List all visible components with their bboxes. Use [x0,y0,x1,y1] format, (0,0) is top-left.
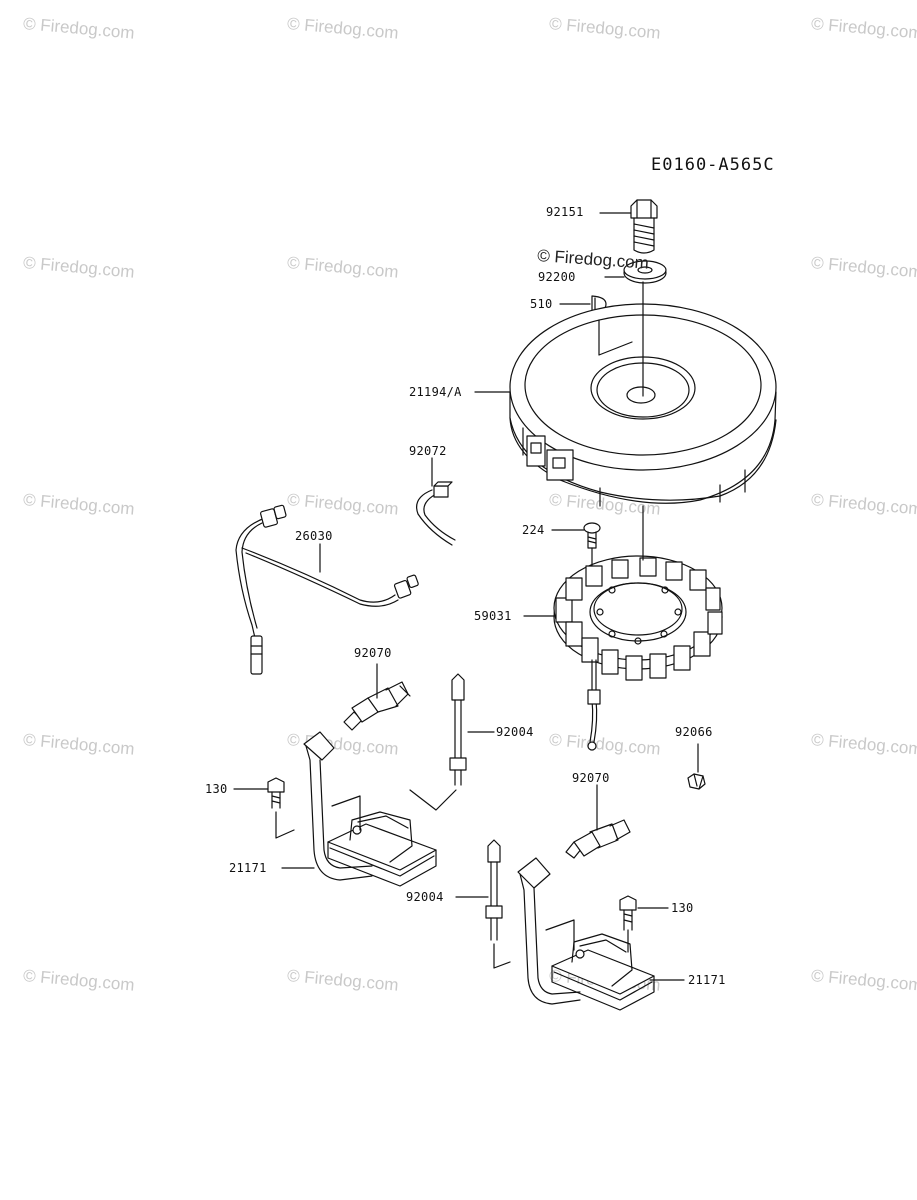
part-label-coil: 21171 [688,973,726,987]
coil-bolt [619,895,637,931]
center-axis [331,795,361,831]
flywheel-bolt [630,199,658,254]
center-axis [409,789,457,811]
center-axis [275,811,295,839]
center-axis [493,943,511,969]
part-label-coil: 21171 [229,861,267,875]
flywheel-washer [623,260,667,284]
part-label-stator: 59031 [474,609,512,623]
part-label-key: 510 [530,297,553,311]
part-label-washer: 92200 [538,270,576,284]
coil-bolt [267,777,285,809]
wiring-harness [235,504,419,675]
part-label-stud: 92004 [406,890,444,904]
part-label-spark-plug: 92070 [354,646,392,660]
diagram-code: E0160-A565C [651,155,775,175]
wire-clamp [416,481,456,546]
part-label-harness: 26030 [295,529,333,543]
part-label-nut: 92066 [675,725,713,739]
nut [687,773,706,790]
part-label-bolt: 92151 [546,205,584,219]
part-label-flywheel: 21194/A [409,385,462,399]
part-label-screw: 224 [522,523,545,537]
stud-bolt [485,839,503,941]
part-label-bolt: 130 [671,901,694,915]
stud-bolt [449,673,467,786]
center-axis [545,919,575,951]
ignition-coil [517,857,655,1011]
part-label-bolt: 130 [205,782,228,796]
part-label-clamp: 92072 [409,444,447,458]
ignition-coil [303,731,437,887]
key-guide-line [598,319,633,356]
spark-plug [343,681,411,731]
part-label-spark-plug: 92070 [572,771,610,785]
part-label-stud: 92004 [496,725,534,739]
stator-screw [583,522,601,549]
spark-plug [565,819,631,859]
stator [553,555,723,751]
